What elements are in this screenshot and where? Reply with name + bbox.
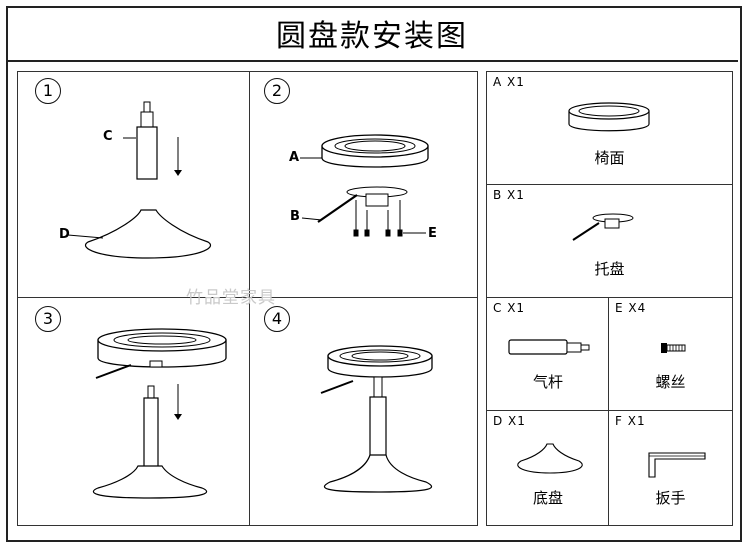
watermark: 竹品堂家具 [186,283,276,308]
step-1-illustration [18,72,250,298]
part-f-name: 扳手 [609,487,732,508]
page-title: 圆盘款安装图 [276,11,468,55]
step-2-panel: 2 A B E [249,71,478,299]
step-3-panel: 3 [17,297,251,526]
step-2-label-a: A [289,150,299,165]
part-a-name: 椅面 [487,147,732,168]
part-b-panel: B X1 托盘 [486,184,733,299]
step-2-label-b: B [290,209,300,224]
gas-lift-illustration [487,298,609,411]
step-2-illustration [250,72,477,298]
step-2-label-e: E [428,226,437,241]
part-e-name: 螺丝 [609,371,732,392]
part-c-name: 气杆 [487,371,609,392]
step-4-illustration [250,298,477,525]
part-a-panel: A X1 椅面 [486,71,733,186]
step-4-panel: 4 [249,297,478,526]
part-d-panel: D X1 底盘 [486,410,610,526]
part-f-panel: F X1 扳手 [608,410,733,526]
step-1-panel: 1 C D [17,71,251,299]
part-e-panel: E X4 螺丝 [608,297,733,412]
step-3-illustration [18,298,250,525]
screw-illustration [609,298,732,411]
part-c-panel: C X1 气杆 [486,297,610,412]
step-1-label-c: C [103,129,113,144]
step-1-label-d: D [59,227,70,242]
seat-cushion-illustration [487,72,732,185]
title-bar: 圆盘款安装图 [6,6,738,62]
part-b-name: 托盘 [487,258,732,279]
tray-illustration [487,185,732,298]
part-d-name: 底盘 [487,487,609,508]
